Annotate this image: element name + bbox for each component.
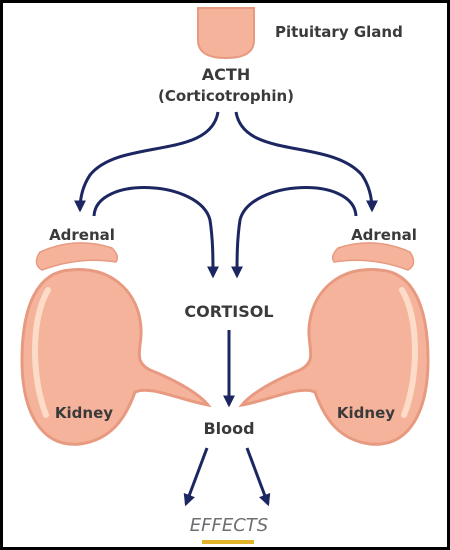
arrow-blood-to-effects-right — [247, 448, 268, 504]
label-adrenal-right: Adrenal — [351, 226, 417, 244]
adrenal-gland-right-shape — [333, 243, 414, 270]
label-cortisol: CORTISOL — [184, 302, 273, 321]
arrow-acth-to-left-adrenal — [80, 112, 218, 210]
arrow-right-adrenal-to-cortisol — [237, 188, 356, 276]
kidney-right-shape — [242, 270, 428, 445]
pituitary-gland-shape — [198, 8, 254, 58]
label-pituitary-gland: Pituitary Gland — [275, 23, 403, 41]
arrow-blood-to-effects-left — [186, 448, 207, 504]
label-kidney-left: Kidney — [55, 404, 113, 422]
arrow-acth-to-right-adrenal — [236, 112, 372, 210]
label-adrenal-left: Adrenal — [49, 226, 115, 244]
label-blood: Blood — [203, 419, 254, 438]
label-effects: EFFECTS — [190, 515, 268, 536]
adrenal-gland-left-shape — [36, 243, 117, 270]
bottom-accent-bar — [202, 540, 254, 544]
label-kidney-right: Kidney — [337, 404, 395, 422]
label-corticotrophin: (Corticotrophin) — [158, 87, 294, 105]
kidney-left-shape — [22, 270, 208, 445]
label-acth: ACTH — [202, 65, 250, 84]
